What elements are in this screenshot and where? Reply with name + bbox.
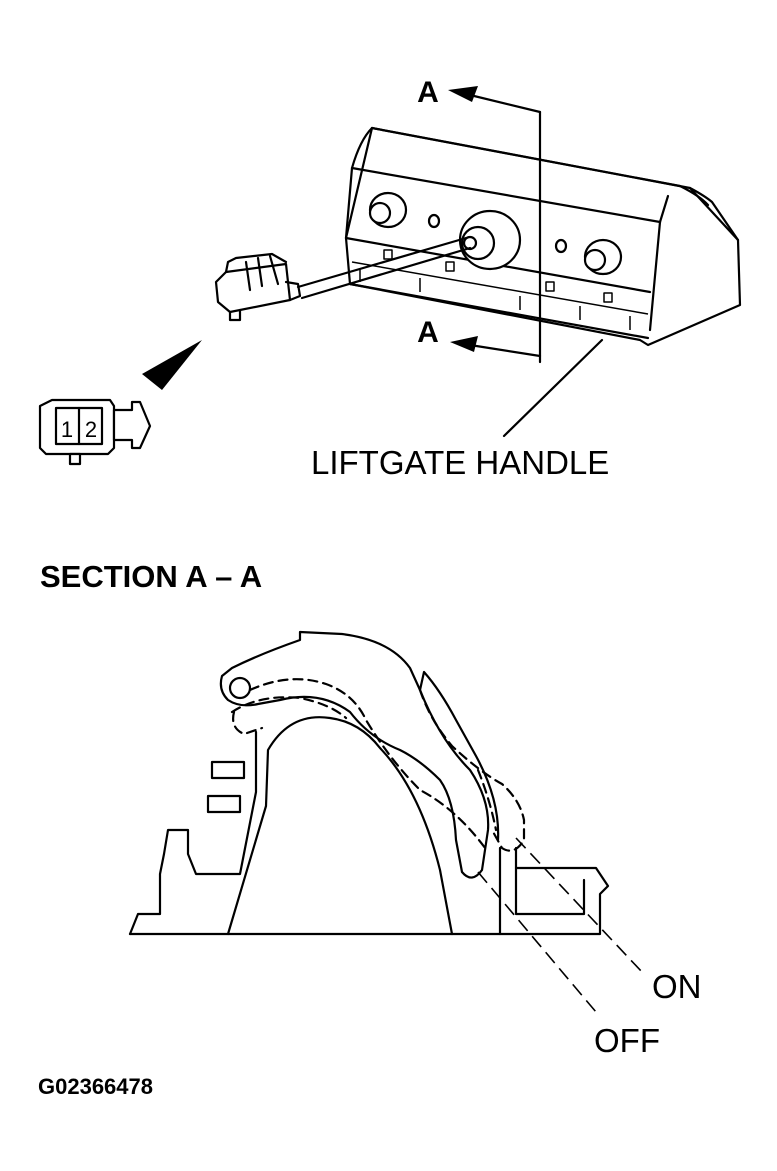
- on-label: ON: [652, 968, 702, 1005]
- mating-connector: 1 2: [38, 398, 152, 466]
- direction-arrowhead-icon: [142, 340, 202, 390]
- section-view: [128, 630, 643, 1013]
- liftgate-handle-assembly: [344, 126, 742, 347]
- connector-pin-2-label: 2: [85, 417, 97, 442]
- section-title: SECTION A – A: [40, 559, 262, 594]
- switch-wire: [296, 236, 472, 300]
- connector-pin-1-label: 1: [61, 417, 73, 442]
- off-label: OFF: [594, 1022, 660, 1059]
- section-marker-top: A: [417, 76, 439, 109]
- liftgate-handle-label: LIFTGATE HANDLE: [311, 444, 609, 481]
- section-marker-bottom: A: [417, 316, 439, 349]
- handle-connector: [214, 252, 302, 322]
- figure-id: G02366478: [38, 1074, 153, 1099]
- section-cut-markers: A A: [417, 76, 542, 364]
- liftgate-handle-leader: [502, 338, 604, 438]
